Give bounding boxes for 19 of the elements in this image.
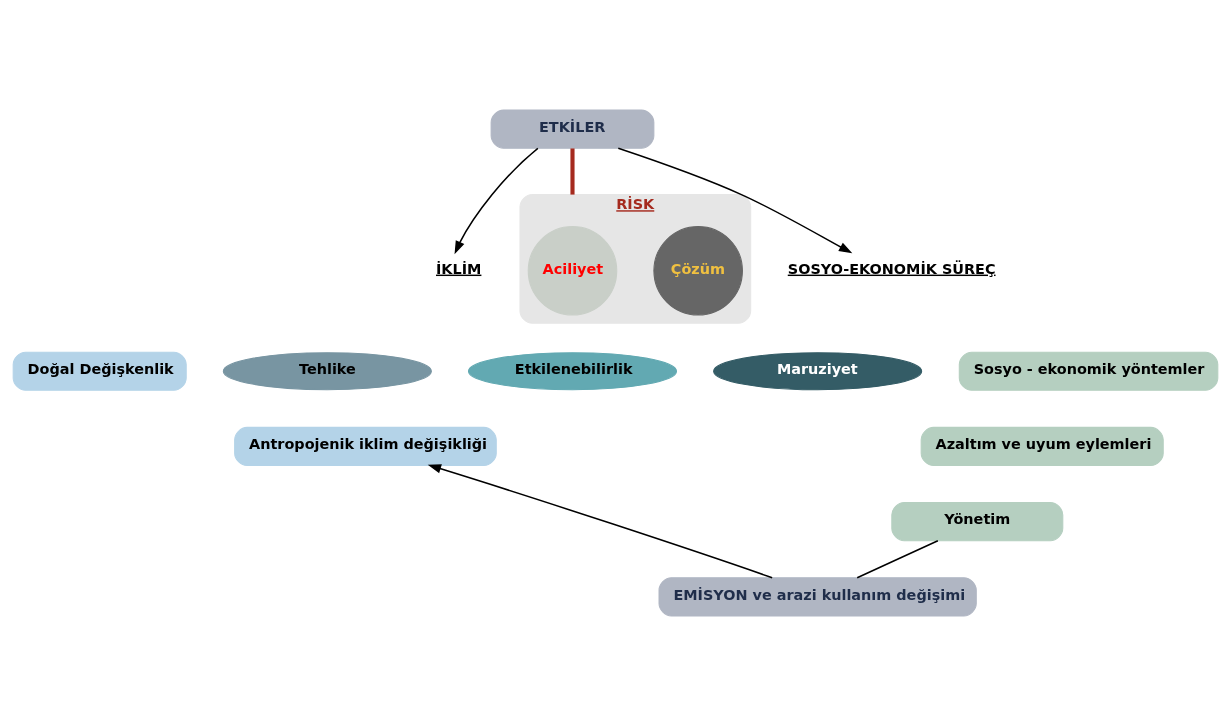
node-box: EMİSYON ve arazi kullanım değişimi	[658, 577, 977, 617]
node-box: Antropojenik iklim değişikliği	[234, 426, 497, 466]
node-text: SOSYO-EKONOMİK SÜREÇ	[787, 260, 996, 277]
arrow	[454, 147, 539, 255]
node-box: Doğal Değişkenlik	[12, 351, 187, 391]
node-ellipse: Etkilenebilirlik	[467, 352, 678, 391]
node-ellipse: Tehlike	[222, 352, 432, 391]
node-box: ETKİLER	[490, 109, 655, 149]
node-circle: Aciliyet	[527, 226, 618, 316]
node-circle: Çözüm	[653, 226, 743, 316]
node-text: İKLİM	[436, 260, 482, 277]
node-box: Yönetim	[891, 502, 1064, 542]
connector	[570, 148, 575, 195]
arrow	[427, 464, 773, 579]
connector	[856, 539, 939, 579]
node-box: Sosyo - ekonomik yöntemler	[958, 351, 1219, 391]
node-box: Azaltım ve uyum eylemleri	[920, 426, 1164, 466]
node-ellipse: Maruziyet	[713, 352, 923, 391]
arrow	[617, 147, 853, 254]
